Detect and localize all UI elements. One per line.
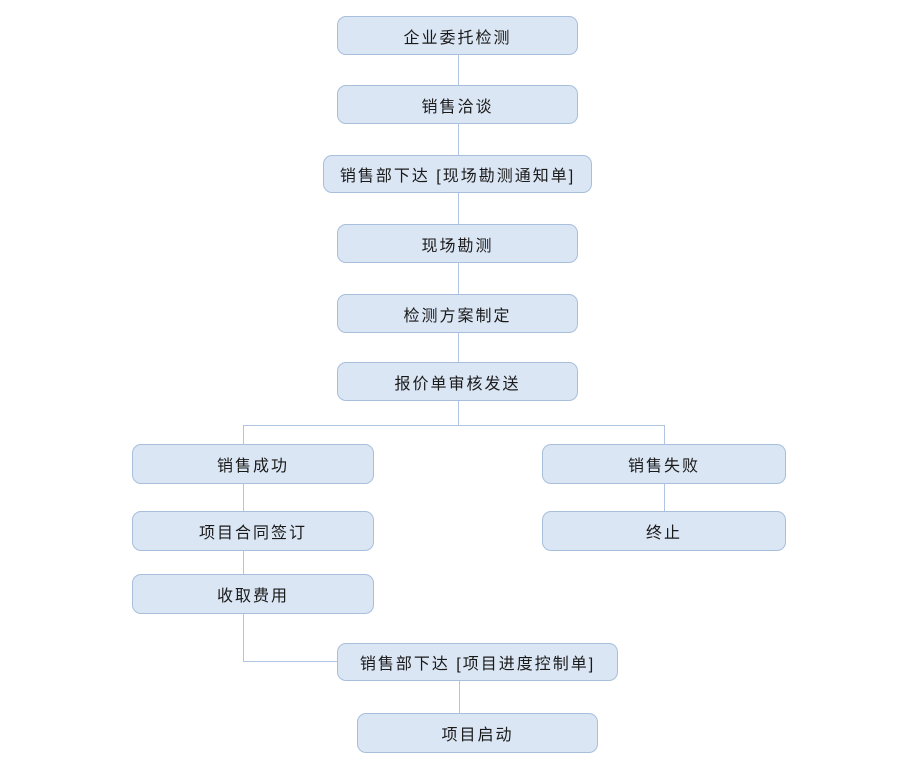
flow-node-survey-notice: 销售部下达 [现场勘测通知单]	[323, 155, 592, 193]
connector-line	[243, 551, 244, 574]
connector-line	[243, 484, 244, 511]
connector-line	[664, 484, 665, 511]
connector-line	[243, 425, 665, 426]
connector-line	[458, 55, 459, 85]
connector-line	[458, 124, 459, 155]
connector-line	[243, 614, 244, 661]
connector-line	[664, 425, 665, 444]
connector-line	[458, 401, 459, 425]
connector-line	[458, 263, 459, 294]
flow-node-negotiation: 销售洽谈	[337, 85, 578, 124]
connector-line	[459, 681, 460, 713]
flow-node-project-start: 项目启动	[357, 713, 598, 753]
flow-node-quotation: 报价单审核发送	[337, 362, 578, 401]
flow-node-collect-fee: 收取费用	[132, 574, 374, 614]
connector-line	[458, 193, 459, 224]
connector-line	[243, 425, 244, 444]
flow-node-contract: 项目合同签订	[132, 511, 374, 551]
connector-line	[243, 661, 337, 662]
flow-node-sale-fail: 销售失败	[542, 444, 786, 484]
flow-node-sale-success: 销售成功	[132, 444, 374, 484]
connector-line	[458, 333, 459, 362]
flow-node-terminate: 终止	[542, 511, 786, 551]
flow-node-site-survey: 现场勘测	[337, 224, 578, 263]
flow-node-progress-control: 销售部下达 [项目进度控制单]	[337, 643, 618, 681]
flow-node-entrust: 企业委托检测	[337, 16, 578, 55]
flow-node-plan: 检测方案制定	[337, 294, 578, 333]
